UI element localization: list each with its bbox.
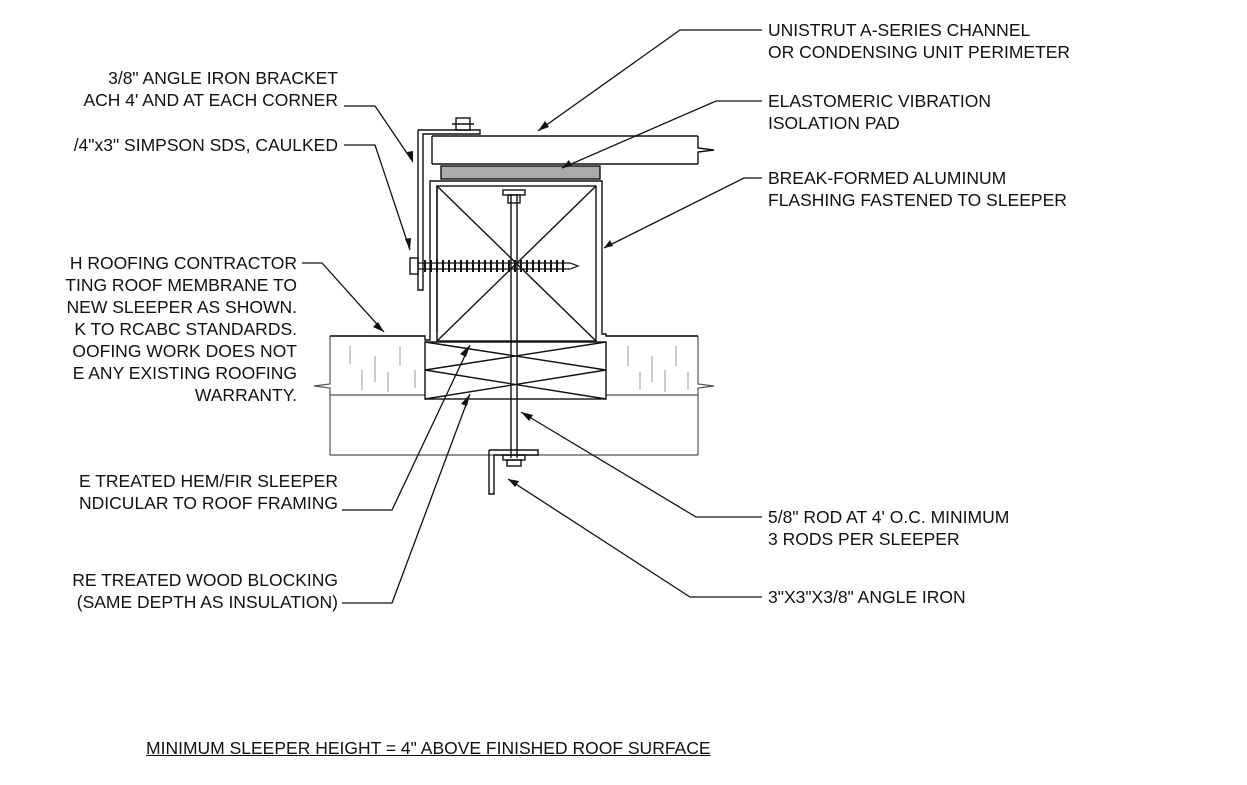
angle-iron-bracket (417, 117, 481, 291)
callout-sleeper: E TREATED HEM/FIR SLEEPER NDICULAR TO RO… (79, 470, 338, 514)
callout-roofing: H ROOFING CONTRACTOR TING ROOF MEMBRANE … (65, 252, 297, 406)
callout-roofing-line5: OOFING WORK DOES NOT (72, 341, 297, 361)
simpson-sds-screw (409, 257, 580, 275)
callout-bracket-line2: ACH 4' AND AT EACH CORNER (83, 90, 338, 110)
callout-bracket-line1: 3/8" ANGLE IRON BRACKET (108, 68, 338, 88)
callout-channel: UNISTRUT A-SERIES CHANNEL OR CONDENSING … (768, 19, 1070, 63)
angle-iron (488, 449, 539, 495)
callout-sleeper-line1: E TREATED HEM/FIR SLEEPER (79, 471, 338, 491)
drawing-caption: MINIMUM SLEEPER HEIGHT = 4" ABOVE FINISH… (146, 738, 711, 758)
callout-channel-line2: OR CONDENSING UNIT PERIMETER (768, 42, 1071, 62)
callout-pad: ELASTOMERIC VIBRATION ISOLATION PAD (768, 90, 991, 134)
leader-lines (302, 29, 762, 604)
threaded-rod (502, 189, 526, 467)
callout-blocking: RE TREATED WOOD BLOCKING (SAME DEPTH AS … (72, 569, 338, 613)
callout-channel-line1: UNISTRUT A-SERIES CHANNEL (768, 20, 1031, 40)
callout-blocking-line2: (SAME DEPTH AS INSULATION) (76, 592, 338, 612)
callout-pad-line1: ELASTOMERIC VIBRATION (768, 91, 992, 111)
callout-flashing-line1: BREAK-FORMED ALUMINUM (768, 168, 1007, 188)
callout-roofing-line3: NEW SLEEPER AS SHOWN. (66, 297, 297, 317)
callout-roofing-line1: H ROOFING CONTRACTOR (69, 253, 297, 273)
roof-insulation (313, 335, 715, 456)
callout-roofing-line7: WARRANTY. (194, 385, 297, 405)
callout-flashing: BREAK-FORMED ALUMINUM FLASHING FASTENED … (768, 167, 1067, 211)
callout-roofing-line2: TING ROOF MEMBRANE TO (65, 275, 297, 295)
callout-sds-line1: /4"x3" SIMPSON SDS, CAULKED (73, 135, 338, 155)
vibration-pad (440, 165, 601, 180)
callout-angle-iron-line1: 3"X3"X3/8" ANGLE IRON (768, 587, 966, 607)
callout-sleeper-line2: NDICULAR TO ROOF FRAMING (79, 493, 338, 513)
callout-rod: 5/8" ROD AT 4' O.C. MINIMUM 3 RODS PER S… (768, 506, 1009, 550)
leader-arrowheads (373, 121, 613, 487)
unistrut-channel (431, 135, 715, 165)
callout-pad-line2: ISOLATION PAD (768, 113, 900, 133)
callout-angle-iron: 3"X3"X3/8" ANGLE IRON (768, 586, 966, 608)
callout-roofing-line4: K TO RCABC STANDARDS. (74, 319, 297, 339)
callout-flashing-line2: FLASHING FASTENED TO SLEEPER (768, 190, 1067, 210)
callout-rod-line1: 5/8" ROD AT 4' O.C. MINIMUM (768, 507, 1010, 527)
callout-bracket: 3/8" ANGLE IRON BRACKET ACH 4' AND AT EA… (83, 67, 338, 111)
callout-roofing-line6: E ANY EXISTING ROOFING (72, 363, 297, 383)
callout-sds: /4"x3" SIMPSON SDS, CAULKED (74, 134, 338, 156)
callout-rod-line2: 3 RODS PER SLEEPER (768, 529, 960, 549)
aluminum-flashing (330, 180, 698, 341)
callout-blocking-line1: RE TREATED WOOD BLOCKING (72, 570, 338, 590)
wood-blocking (424, 341, 607, 400)
